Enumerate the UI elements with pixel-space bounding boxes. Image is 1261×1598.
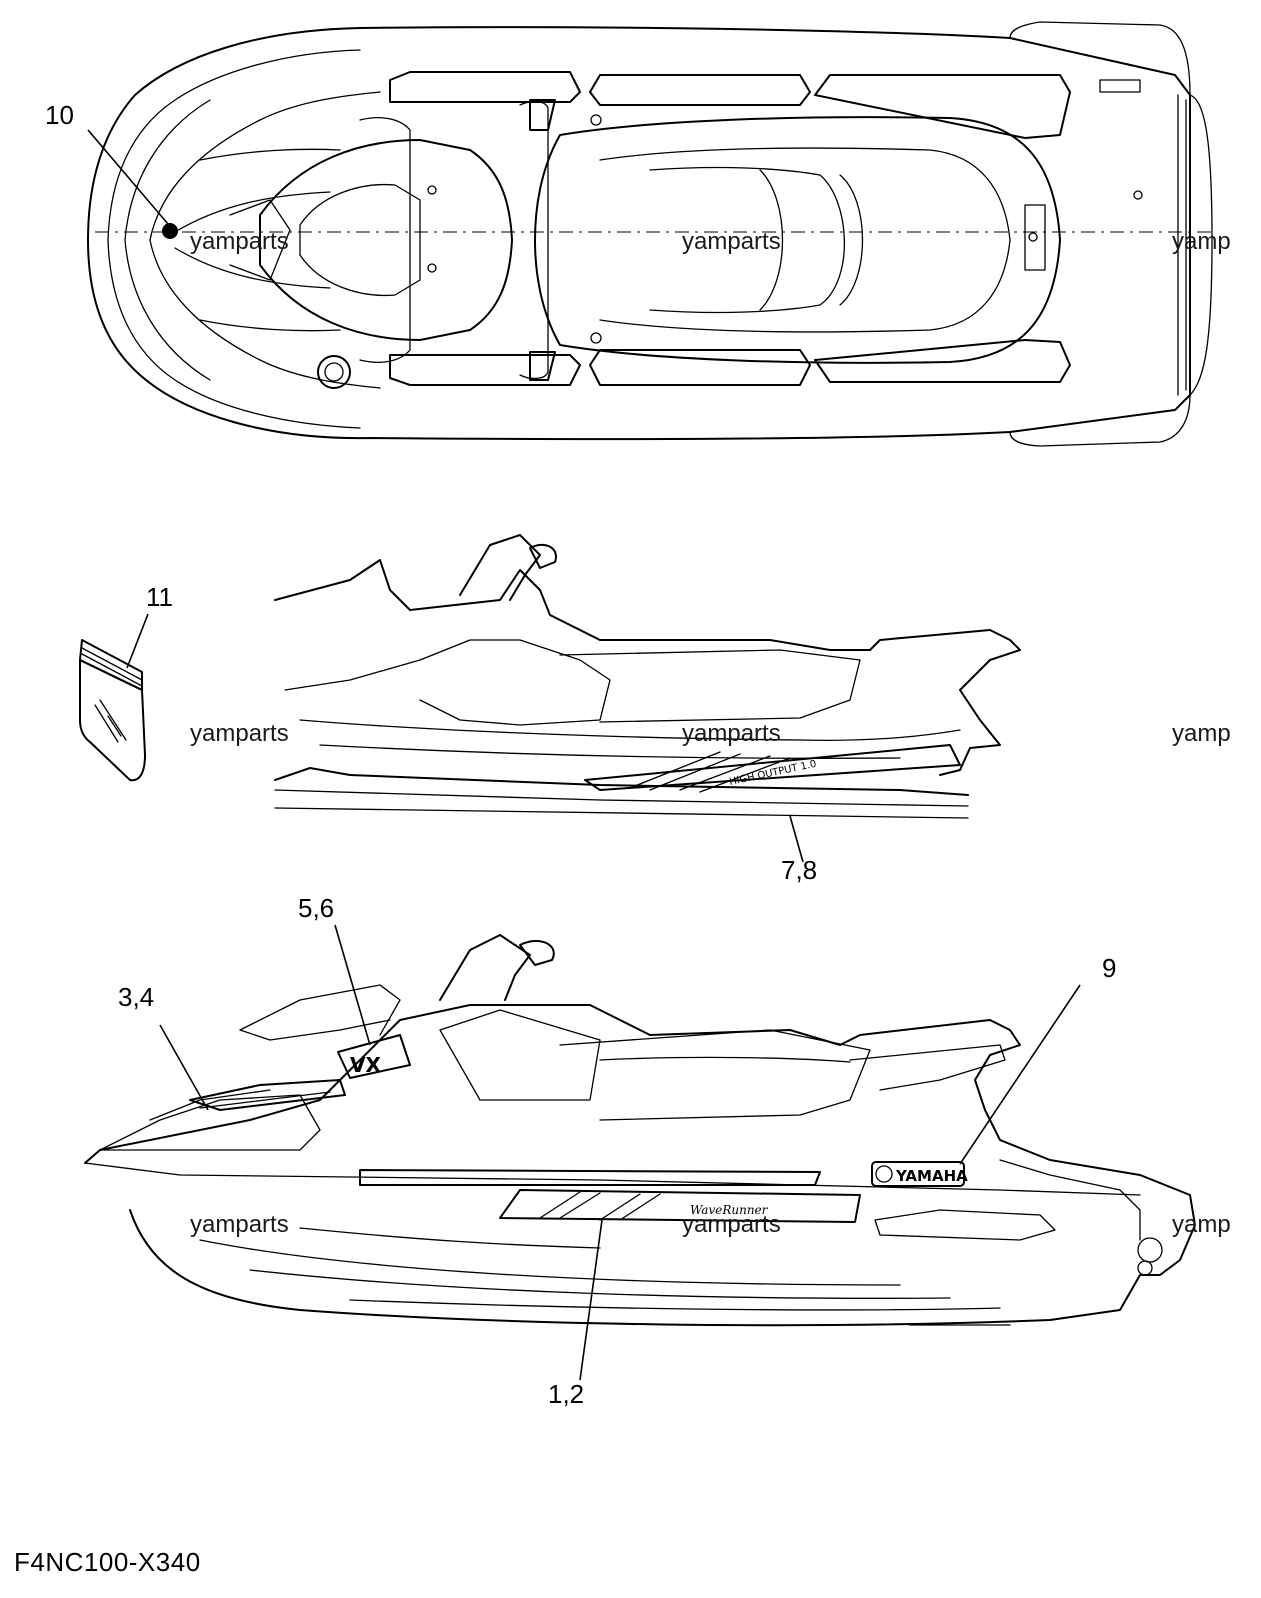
item-11-bag-drawing xyxy=(79,613,149,782)
watermark: yamparts xyxy=(682,1211,781,1238)
watermark: yamparts xyxy=(682,720,781,747)
side-view-partial-drawing: HIGH OUTPUT 1.0 xyxy=(274,534,1021,863)
watermark: yamparts xyxy=(190,228,289,255)
callout-3-4: 3,4 xyxy=(118,982,155,1012)
callout-10: 10 xyxy=(45,100,74,130)
watermark: yamparts xyxy=(190,720,289,747)
watermark: yamparts xyxy=(190,1211,289,1238)
drawing-code: F4NC100-X340 xyxy=(14,1547,201,1577)
watermark: yamp xyxy=(1172,720,1231,747)
callout-9: 9 xyxy=(1102,953,1117,983)
yamaha-badge-text: YAMAHA xyxy=(895,1167,968,1185)
side-stripe-text: HIGH OUTPUT 1.0 xyxy=(728,759,817,788)
callout-11: 11 xyxy=(146,582,173,612)
callout-7-8: 7,8 xyxy=(781,855,818,885)
top-view-drawing xyxy=(87,21,1215,447)
callout-1-2: 1,2 xyxy=(548,1379,585,1409)
vx-decal-text: VX xyxy=(350,1053,381,1077)
watermark: yamp xyxy=(1172,228,1231,255)
leader-10 xyxy=(87,129,169,225)
watermark: yamparts xyxy=(682,228,781,255)
waverunner-decal-text: WaveRunner xyxy=(690,1203,769,1217)
watermark: yamp xyxy=(1172,1211,1231,1238)
callout-5-6: 5,6 xyxy=(298,893,335,923)
side-view-full-drawing: VX WaveRunner YAMAHA xyxy=(84,924,1196,1381)
